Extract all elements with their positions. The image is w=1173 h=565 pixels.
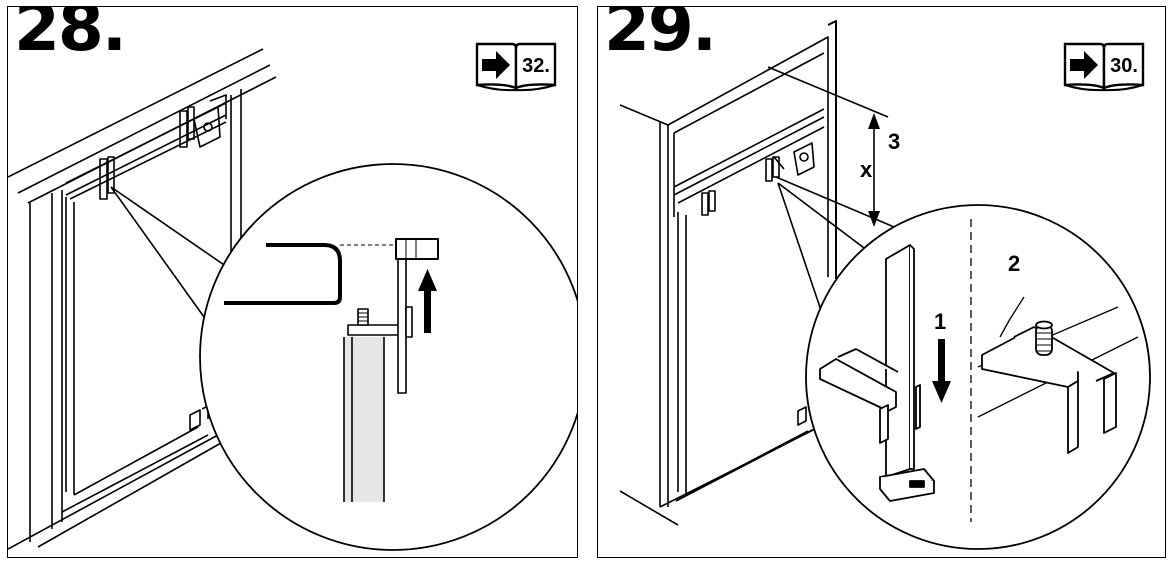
arrow-right-icon <box>482 51 510 79</box>
down-arrow-icon <box>932 339 951 403</box>
step-number: 29. <box>604 6 717 66</box>
step-number: 28. <box>14 6 127 66</box>
reference-page-number: 32. <box>522 55 550 77</box>
callout-label-2: 2 <box>1008 251 1020 276</box>
dimension-arrow-icon <box>868 113 880 227</box>
step-28-illustration <box>8 48 577 551</box>
open-book-icon <box>1063 42 1145 92</box>
bracket-left <box>819 244 935 502</box>
reference-page-number: 30. <box>1110 55 1138 77</box>
step-29-panel: x 3 1 <box>597 6 1166 558</box>
callout-label-3: 3 <box>888 129 900 154</box>
dimension-label-x: x <box>860 157 873 182</box>
step-28-panel: 28. 32. <box>7 6 578 558</box>
zoom-circle <box>199 163 577 551</box>
page-reference-badge: 30. <box>1063 42 1145 92</box>
up-arrow-icon <box>418 269 437 333</box>
callout-label-1: 1 <box>934 309 946 334</box>
step-29-illustration: x 3 1 <box>619 20 1151 550</box>
page-reference-badge: 32. <box>475 42 557 92</box>
arrow-right-icon <box>1070 51 1098 79</box>
